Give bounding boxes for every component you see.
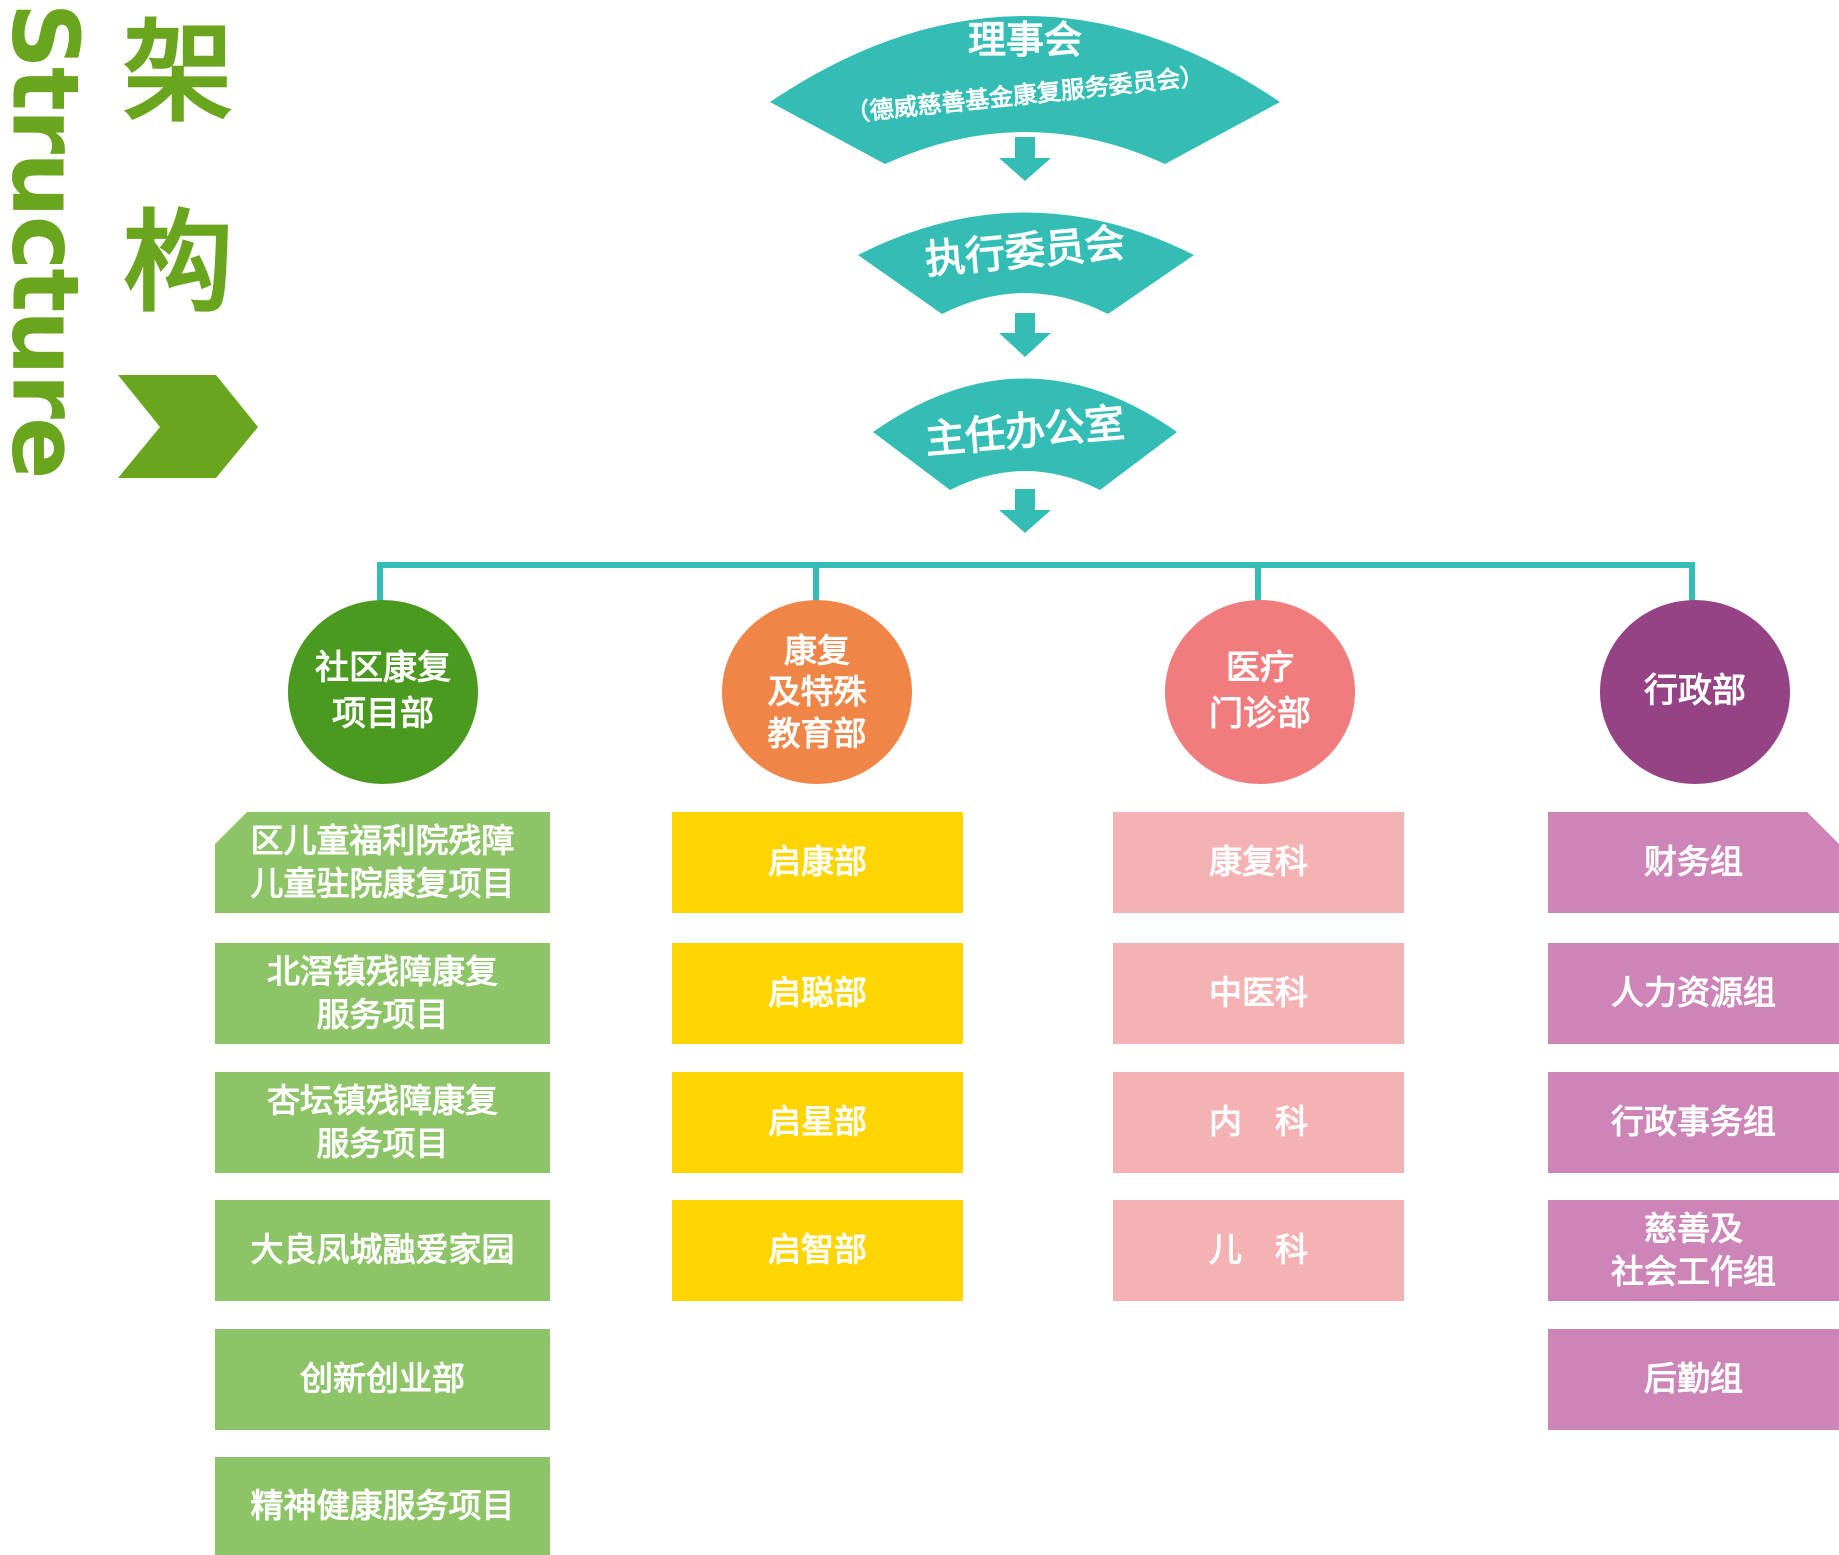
- unit-box: 精神健康服务项目: [215, 1457, 550, 1555]
- unit-box: 启星部: [672, 1072, 963, 1173]
- unit-box: 创新创业部: [215, 1329, 550, 1430]
- unit-box: 慈善及 社会工作组: [1548, 1200, 1839, 1301]
- unit-box: 北滘镇残障康复 服务项目: [215, 943, 550, 1044]
- dept-administration: 行政部: [1600, 600, 1790, 784]
- unit-box: 后勤组: [1548, 1329, 1839, 1430]
- unit-box: 区儿童福利院残障 儿童驻院康复项目: [215, 812, 550, 913]
- dept-rehab-special-education: 康复 及特殊 教育部: [722, 600, 912, 784]
- executive-committee-fan: [858, 212, 1194, 314]
- board-label: 理事会: [967, 18, 1082, 62]
- unit-box: 杏坛镇残障康复 服务项目: [215, 1072, 550, 1173]
- title-char-1: 架: [123, 9, 233, 137]
- down-arrow-icon: [999, 489, 1051, 533]
- unit-box: 中医科: [1113, 943, 1404, 1044]
- unit-box: 大良凤城融爱家园: [215, 1200, 550, 1301]
- down-arrow-icon: [999, 137, 1051, 181]
- board-fan: [770, 16, 1280, 164]
- unit-box: 人力资源组: [1548, 943, 1839, 1044]
- dept-community-rehab: 社区康复 项目部: [288, 600, 478, 784]
- unit-box: 启康部: [672, 812, 963, 913]
- unit-box: 康复科: [1113, 812, 1404, 913]
- unit-box: 行政事务组: [1548, 1072, 1839, 1173]
- director-office-fan: [873, 378, 1177, 490]
- unit-box: 内 科: [1113, 1072, 1404, 1173]
- unit-box: 儿 科: [1113, 1200, 1404, 1301]
- unit-box: 财务组: [1548, 812, 1839, 913]
- title-char-2: 构: [123, 199, 233, 327]
- down-arrow-icon: [999, 313, 1051, 357]
- unit-box: 启智部: [672, 1200, 963, 1301]
- dept-medical-outpatient: 医疗 门诊部: [1165, 600, 1355, 784]
- unit-box: 启聪部: [672, 943, 963, 1044]
- chevron-right-icon: [118, 375, 258, 478]
